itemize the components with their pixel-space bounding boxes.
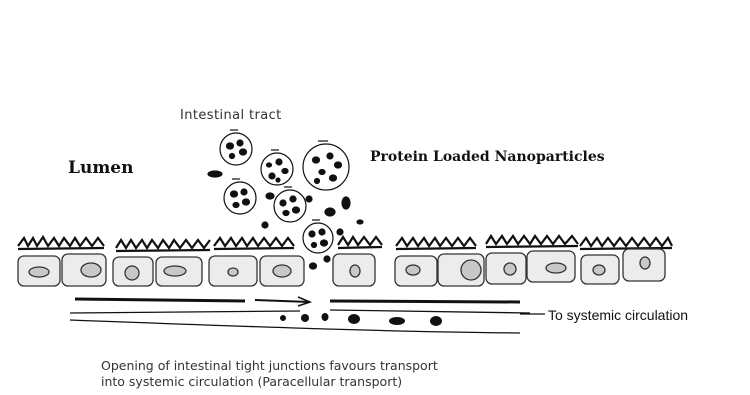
absorbed-protein-dot: [389, 317, 405, 325]
free-protein-dot: [337, 229, 343, 235]
absorbed-protein-dot: [301, 314, 309, 322]
free-protein-dot: [262, 222, 268, 228]
cell-nucleus: [125, 266, 139, 280]
systemic-circulation-vessel: [70, 310, 545, 333]
absorbed-protein-dot: [348, 314, 360, 324]
cell-nucleus: [350, 265, 360, 277]
epithelial-cell-layer: [18, 249, 665, 286]
nanoparticle: [274, 187, 306, 222]
vessel-wall: [70, 311, 300, 313]
cell-nucleus: [546, 263, 566, 273]
vessel-wall: [70, 320, 520, 333]
nanoparticle: [261, 150, 293, 185]
free-protein-dot: [306, 196, 312, 202]
cell-nucleus: [29, 267, 49, 277]
free-protein-dot: [357, 220, 363, 224]
free-protein-dot: [342, 197, 350, 209]
cell-nucleus: [406, 265, 420, 275]
basement-membrane: [75, 297, 520, 306]
free-protein-dot: [324, 256, 330, 262]
microvilli-brush-border: [18, 236, 672, 251]
absorbed-protein-dot: [322, 313, 329, 321]
nanoparticle: [303, 141, 349, 190]
absorbed-protein-dot: [280, 315, 286, 321]
free-protein-dot: [325, 208, 335, 216]
cell-nucleus: [164, 266, 186, 276]
nanoparticle: [220, 130, 252, 165]
free-protein-dot: [266, 193, 274, 199]
vessel-wall: [330, 310, 530, 313]
nanoparticle: [303, 220, 333, 253]
nanoparticle: [224, 179, 256, 214]
cell-nucleus: [640, 257, 650, 269]
cell-nucleus: [504, 263, 516, 275]
cell-nucleus: [461, 260, 481, 280]
free-protein-dot: [208, 171, 222, 177]
cell-nucleus: [593, 265, 605, 275]
absorbed-protein-dot: [430, 316, 442, 326]
cell-nucleus: [228, 268, 238, 276]
cell-nucleus: [273, 265, 291, 277]
free-protein-dot: [310, 263, 317, 269]
cell-nucleus: [81, 263, 101, 277]
